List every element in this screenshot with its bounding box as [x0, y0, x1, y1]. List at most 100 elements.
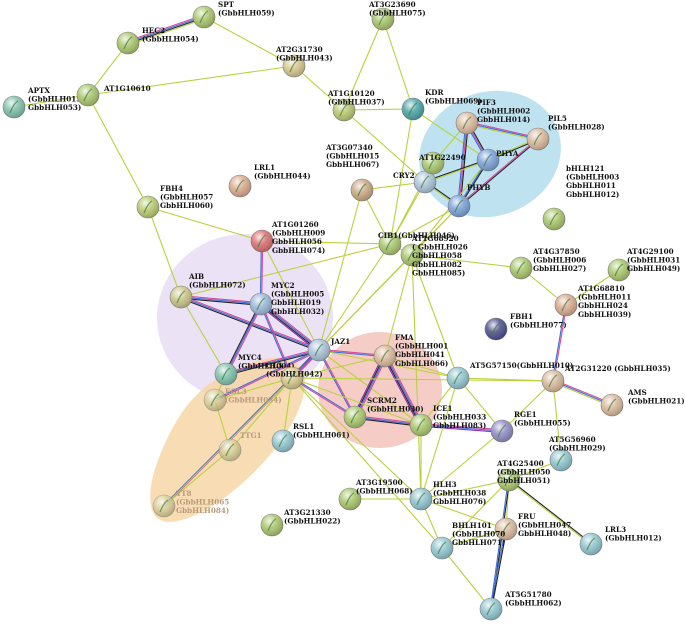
node-label-line: RGE1: [514, 410, 537, 419]
node-rsl1[interactable]: RSL1(GbbHLH061): [271, 422, 350, 453]
protein-structure-icon: [407, 248, 417, 262]
edge-MYC4-JAZ1: [226, 350, 320, 376]
node-label: AT1G10610: [103, 84, 151, 93]
node-pil5[interactable]: PIL5(GbbHLH028): [526, 114, 605, 151]
node-highlight: [495, 518, 517, 540]
edge-AT1G10120-KDR: [343, 108, 414, 111]
edge-FMA-ICE1: [385, 355, 423, 425]
node-label-line: (GbbHLH070: [452, 530, 505, 539]
node-label: TTG1: [240, 431, 262, 440]
node-highlight: [351, 179, 373, 201]
protein-structure-icon: [549, 212, 559, 226]
protein-structure-icon: [416, 418, 426, 432]
edge-JAZ1-SCRM2: [319, 349, 357, 417]
node-scrm2[interactable]: SCRM2(GbbHLH030): [343, 396, 424, 429]
node-label-line: GbbHLH085): [412, 268, 465, 277]
node-label-line: AT1G10610: [103, 84, 151, 93]
node-phya[interactable]: PHYA: [476, 148, 519, 172]
protein-structure-icon: [491, 322, 501, 336]
node-label-line: GL3: [266, 361, 282, 370]
node-kdr[interactable]: KDR(GbbHLH069): [401, 88, 482, 121]
node-at3g21330[interactable]: AT3G21330(GbbHLH022): [260, 508, 341, 537]
node-myc4[interactable]: MYC4(GbbHLH004): [214, 353, 295, 386]
node-label: SPT(GbbHLH059): [218, 0, 275, 18]
edge-AT1G01260-JAZ1: [261, 240, 320, 351]
node-rge1[interactable]: RGE1(GbbHLH055): [490, 410, 571, 443]
node-spt[interactable]: SPT(GbbHLH059): [192, 0, 275, 29]
node-fbh1[interactable]: FBH1(GbbHLH077): [484, 312, 567, 341]
node-jaz1[interactable]: JAZ1: [307, 337, 350, 362]
node-at3g19500[interactable]: AT3G19500(GbbHLH068): [338, 478, 413, 511]
node-at1g10120[interactable]: AT1G10120(GbbHLH037): [327, 89, 385, 122]
node-at2g31220[interactable]: AT2G31220 (GbbHLH035): [541, 364, 671, 393]
edge-AT1G10120-CRY2: [343, 109, 426, 183]
node-egl3[interactable]: EGL3(GbbHLH034): [203, 387, 282, 412]
edge-AT2G31220-AT5G56960: [552, 380, 562, 461]
node-ttg1[interactable]: TTG1: [218, 431, 262, 462]
node-label-line: AT3G23690: [368, 0, 416, 9]
node-label-line: JAZ1: [330, 337, 350, 346]
node-label-line: (GbbHLH011: [578, 293, 631, 302]
node-at5g56960[interactable]: AT5G56960(GbbHLH029): [548, 435, 606, 472]
node-gl3[interactable]: GL3(GbbHLH042): [266, 361, 323, 390]
edge-FMA-SCRM2: [352, 354, 384, 417]
node-at1g10610[interactable]: AT1G10610: [76, 83, 151, 107]
node-highlight: [3, 96, 25, 118]
node-highlight: [498, 469, 520, 491]
node-phyb[interactable]: PHYB: [447, 183, 490, 218]
node-highlight: [543, 208, 565, 230]
edge-FMA-ICE1: [382, 356, 420, 427]
node-label-line: PHYA: [496, 149, 519, 158]
edge-RGE1-HLH3: [420, 430, 503, 500]
node-highlight: [372, 8, 394, 30]
node-label-line: AT2G31730: [275, 45, 323, 54]
node-hec2[interactable]: HEC2(GbbHLH054): [116, 26, 199, 55]
node-label: AIB(GbbHLH072): [188, 272, 246, 290]
edge-AIB-MYC4: [180, 296, 227, 375]
node-label: AT3G21330(GbbHLH022): [283, 508, 341, 526]
node-label-line: KDR: [425, 88, 444, 97]
node-highlight: [485, 318, 507, 340]
node-highlight: [410, 414, 432, 436]
node-ams[interactable]: AMS(GbbHLH021): [600, 388, 685, 417]
node-label-line: (GbbHLH061): [293, 431, 350, 440]
node-highlight: [283, 55, 305, 77]
edge-CIB1-AT1G01260: [261, 240, 391, 245]
node-at5g57150[interactable]: AT5G57150(GbbHLH010): [446, 361, 573, 390]
node-at1g22490[interactable]: AT1G22490: [418, 151, 466, 175]
node-aib[interactable]: AIB(GbbHLH072): [169, 272, 246, 309]
node-at2g31730[interactable]: AT2G31730(GbbHLH043): [275, 45, 333, 78]
node-cib1[interactable]: CIB1(GbbHLH046): [378, 231, 455, 256]
protein-structure-icon: [350, 410, 360, 424]
node-label: GL3(GbbHLH042): [266, 361, 323, 379]
node-cry2[interactable]: CRY2: [393, 170, 437, 194]
edge-MYC4-JAZ1: [225, 348, 319, 374]
node-lrl3[interactable]: LRL3(GbbHLH012): [579, 525, 662, 556]
node-label-line: CRY2: [393, 171, 415, 180]
node-at3g23690[interactable]: AT3G23690(GbbHLH075): [368, 0, 426, 31]
node-at5g51780[interactable]: AT5G51780(GbbHLH062): [479, 590, 562, 621]
node-lrl1[interactable]: LRL1(GbbHLH044): [228, 163, 311, 198]
node-label-line: (GbbHLH006: [533, 256, 586, 265]
